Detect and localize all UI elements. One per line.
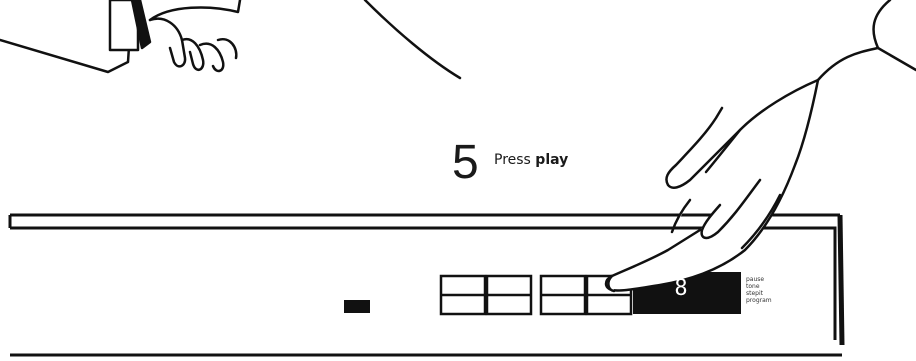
pointing-hand-icon [606, 0, 916, 291]
step-prefix: Press [494, 152, 535, 168]
step-action: play [535, 152, 568, 168]
button-group-1 [441, 276, 531, 314]
mode-label-program: program [746, 297, 772, 304]
mode-label-pause: pause [746, 276, 772, 283]
mode-label-tone: tone [746, 283, 772, 290]
mode-label-stepit: stepit [746, 290, 772, 297]
display-digit: 8 [673, 276, 689, 302]
mode-labels: pause tone stepit program [746, 276, 772, 304]
hand-holding-card-icon [0, 0, 460, 78]
step-instruction: Press play [494, 152, 568, 168]
step-number: 5 [452, 139, 479, 187]
indicator-light [344, 300, 370, 313]
